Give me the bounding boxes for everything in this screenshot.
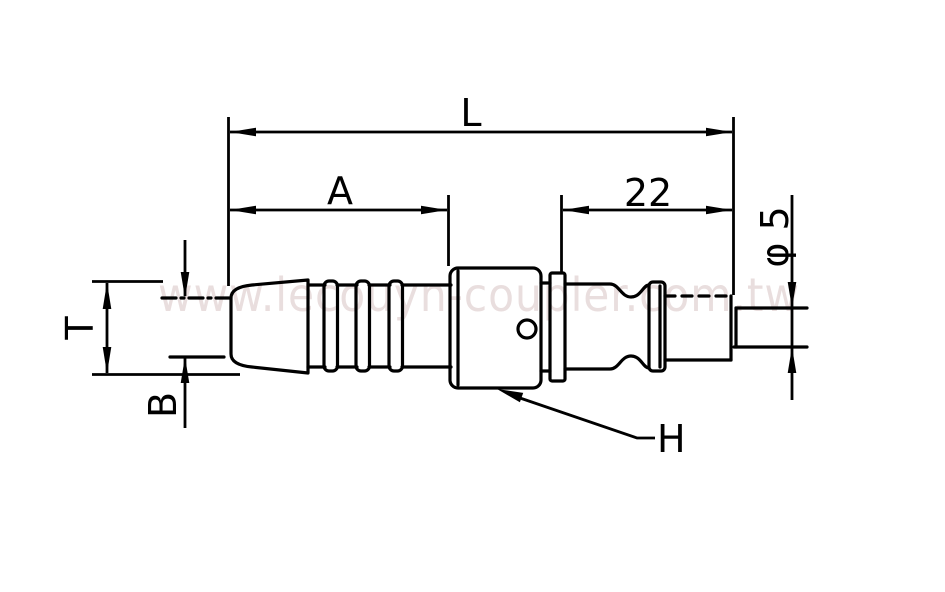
dimension-overall-length: L	[227, 91, 735, 295]
dimension-label-L: L	[460, 91, 481, 135]
barb-shank-lines	[306, 283, 453, 369]
leader-arrowhead	[497, 389, 524, 403]
leader-line	[519, 396, 655, 440]
dimension-label-T: T	[58, 316, 102, 341]
barb-rib	[322, 279, 340, 373]
arrowhead-right	[706, 127, 732, 137]
dimension-tail-length: A	[230, 169, 450, 266]
barb-rib	[354, 279, 372, 373]
plug-groove-top	[563, 282, 651, 299]
arrowhead-right	[706, 205, 732, 215]
dimension-tip-diameter: φ 5	[753, 195, 797, 400]
arrowhead-up	[102, 282, 112, 309]
collar-ring	[548, 271, 567, 383]
arrowhead-down	[102, 347, 112, 374]
dimension-label-B: B	[141, 392, 185, 418]
dimension-plug-length: 22	[560, 171, 732, 272]
dimension-label-tip-diameter: φ 5	[753, 206, 797, 267]
dimension-label-A: A	[327, 169, 353, 213]
part-outline	[160, 266, 809, 390]
arrowhead-left	[563, 205, 589, 215]
pin-hole	[516, 318, 538, 340]
barb-rib	[387, 279, 405, 373]
dimension-label-22: 22	[624, 171, 672, 215]
callout-label-H: H	[657, 417, 686, 461]
arrowhead-up	[180, 357, 190, 383]
arrowhead-right	[421, 205, 447, 215]
flange-ring	[647, 280, 667, 373]
arrowhead-left	[230, 127, 256, 137]
arrowhead-left	[230, 205, 256, 215]
dimension-tail-outer: T	[58, 280, 240, 376]
dimension-tail-bore: B	[141, 240, 190, 428]
hose-tail-cone	[229, 278, 310, 375]
callout-body: H	[497, 389, 686, 461]
arrowhead-up	[787, 347, 797, 373]
arrowhead-down	[180, 272, 190, 298]
plug-groove-bottom	[563, 354, 651, 371]
hex-body	[448, 266, 543, 390]
arrowhead-down	[787, 282, 797, 308]
